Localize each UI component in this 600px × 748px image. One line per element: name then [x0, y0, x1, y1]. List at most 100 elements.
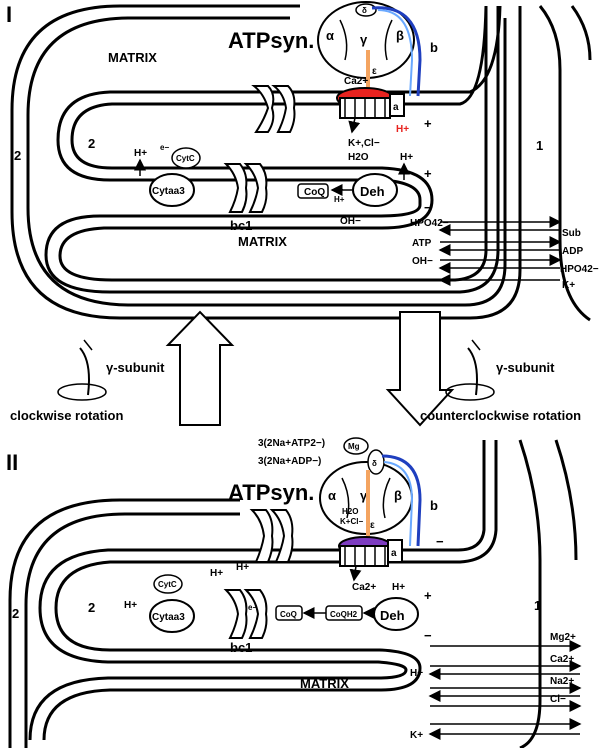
epsilon-II: ε: [370, 520, 375, 531]
clockwise-label: clockwise rotation: [10, 408, 123, 423]
gamma-I: γ: [360, 32, 368, 47]
sub-out-I: Sub: [562, 228, 581, 239]
num-1-label: 1: [536, 138, 543, 153]
e-minus-II: e−: [248, 603, 257, 612]
k-cl-II: K+Cl−: [340, 517, 363, 526]
panel-II: II 1 2 2 3(2Na+ATP2−) 3(2Na+ADP−) Mg ATP…: [6, 437, 582, 748]
h-in-II: H+: [410, 668, 423, 679]
matrix-II: MATRIX: [300, 676, 349, 691]
k-out-I: K+: [562, 280, 575, 291]
cytc-I: CytC: [176, 154, 195, 163]
k-cl-I: K+,Cl−: [348, 138, 380, 149]
plus-2-I: +: [424, 166, 432, 181]
atp-line-II: 3(2Na+ATP2−): [258, 438, 325, 449]
panel-I: I MATRIX MATRIX 1 2 2 ATPsyn. δ α β: [6, 1, 599, 322]
a-label-I: a: [393, 102, 399, 113]
coq-I: CoQ: [304, 187, 325, 198]
b-label-II: b: [430, 498, 438, 513]
num-2b-label: 2: [14, 148, 21, 163]
panel-I-label: I: [6, 2, 12, 27]
gamma-II: γ: [360, 488, 368, 503]
cytaa-I: Cytaa3: [152, 186, 185, 197]
ca-out-II: Ca2+: [550, 654, 574, 665]
alpha-I: α: [326, 28, 334, 43]
h-up-1-I: H+: [134, 148, 147, 159]
minus-2-I: −: [424, 200, 432, 215]
atp-synthase-I: ATPsyn. δ α β γ ε b a Ca2+ H+ K+,Cl− H2O…: [228, 1, 446, 163]
b-label-I: b: [430, 40, 438, 55]
h-mem-II: H+: [392, 582, 405, 593]
atpsyn-label-I: ATPsyn.: [228, 28, 314, 53]
panel-II-label: II: [6, 450, 18, 475]
h-red-I: H+: [396, 124, 409, 135]
atpsyn-label-II: ATPsyn.: [228, 480, 314, 505]
cytaa-II: Cytaa3: [152, 612, 185, 623]
na-out-II: Na2+: [550, 676, 574, 687]
mg-out-II: Mg2+: [550, 632, 576, 643]
oh-in-I: OH−: [412, 256, 433, 267]
bc1-I: bc1: [230, 218, 252, 233]
arrow-down: [385, 311, 455, 427]
plus-1-I: +: [424, 116, 432, 131]
gamma-counterclockwise: γ-subunit counterclockwise rotation: [420, 339, 581, 423]
ca-label-I: Ca2+: [344, 76, 368, 87]
coqh2-II: CoQH2: [330, 610, 358, 619]
ca-II: Ca2+: [352, 582, 376, 593]
h2o-I: H2O: [348, 152, 369, 163]
k-in-II: K+: [410, 730, 423, 741]
inner-membrane-I: [44, 5, 502, 294]
num-2-II: 2: [88, 600, 95, 615]
inner-membrane-II: [42, 440, 498, 741]
minus-1-I: −: [438, 84, 446, 99]
epsilon-I: ε: [372, 66, 377, 77]
beta-I: β: [396, 28, 404, 43]
electron-chain-II: H+ CytC H+ Cytaa3 CoQ CoQH2 Deh + −: [124, 574, 432, 643]
minus-1-II: −: [436, 534, 444, 549]
h4-II: H+: [236, 562, 249, 573]
h1-II: H+: [124, 600, 137, 611]
gamma-clockwise: γ-subunit clockwise rotation: [10, 339, 165, 423]
gamma-subunit-left: γ-subunit: [106, 360, 165, 375]
atp-in-I: ATP: [412, 238, 432, 249]
deh-II: Deh: [380, 608, 405, 623]
deh-I: Deh: [360, 184, 385, 199]
delta-II: δ: [372, 459, 377, 468]
oh-I: OH−: [340, 216, 361, 227]
delta-I: δ: [362, 6, 367, 15]
num-2b-II: 2: [12, 606, 19, 621]
adp-line-II: 3(2Na+ADP−): [258, 456, 321, 467]
bc1-complex-II: bc1 H+ H+ e−: [210, 509, 294, 655]
plus-II: +: [424, 588, 432, 603]
adp-out-I: ADP: [562, 246, 583, 257]
mg-II: Mg: [348, 442, 360, 451]
rotation-section: γ-subunit clockwise rotation γ-subunit c…: [10, 310, 581, 427]
matrix-top-label: MATRIX: [108, 50, 157, 65]
h3-II: H+: [210, 568, 223, 579]
h-small-I: H+: [334, 195, 345, 204]
bc1-II: bc1: [230, 640, 252, 655]
arrow-up: [165, 310, 235, 426]
beta-II: β: [394, 488, 402, 503]
atp-synthase-II: ATPsyn. δ α β γ ε b H2O K+Cl− a Ca2+ H+ …: [228, 449, 444, 593]
membrane-channel-I: [251, 85, 296, 133]
h2o-II: H2O: [342, 507, 358, 516]
cytc-II: CytC: [158, 580, 177, 589]
gamma-subunit-right: γ-subunit: [496, 360, 555, 375]
minus-2-II: −: [424, 628, 432, 643]
counterclockwise-label: counterclockwise rotation: [420, 408, 581, 423]
num-1-II: 1: [534, 598, 541, 613]
coq-II: CoQ: [280, 610, 297, 619]
a-label-II: a: [391, 548, 397, 559]
transport-arrows-II: Mg2+ Ca2+ Na2+ Cl− H+ K+: [410, 632, 582, 741]
h-up-2-I: H+: [400, 152, 413, 163]
electron-chain-I: H+ e− CytC Cytaa3 bc1 CoQ e− H+ Deh H+ O…: [134, 143, 432, 233]
hpo4-out-I: HPO42−: [560, 264, 599, 275]
num-2-label: 2: [88, 136, 95, 151]
alpha-II: α: [328, 488, 336, 503]
e-minus-I: e−: [160, 143, 169, 152]
transport-arrows-I: HPO42− ATP OH− Sub ADP HPO42− K+: [410, 216, 599, 291]
outer-membrane-I: [10, 4, 522, 320]
matrix-mid-label: MATRIX: [238, 234, 287, 249]
